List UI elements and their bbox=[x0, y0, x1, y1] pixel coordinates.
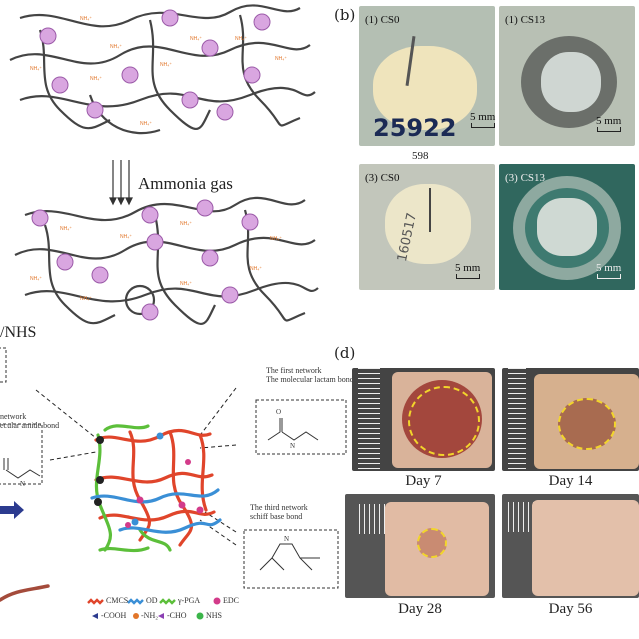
svg-text:NH₄⁺: NH₄⁺ bbox=[270, 236, 282, 242]
photo-label-3-cs0: (3) CS0 bbox=[365, 172, 400, 184]
legend-pga: γ-PGA bbox=[178, 596, 201, 605]
svg-text:NH₄⁺: NH₄⁺ bbox=[235, 36, 247, 42]
panel-c-title-fragment: /NHS bbox=[0, 324, 37, 341]
svg-text:O: O bbox=[276, 408, 281, 416]
third-network-line2: schiff base bond bbox=[250, 512, 303, 521]
legend-cho: -CHO bbox=[167, 611, 187, 620]
svg-text:NH₄⁺: NH₄⁺ bbox=[140, 121, 152, 127]
third-network-line1: The third network bbox=[250, 503, 308, 512]
caption-day14: Day 14 bbox=[548, 473, 593, 489]
third-network-label: The third network schiff base bond bbox=[250, 503, 308, 521]
second-network-line2: ecular amide bond bbox=[0, 421, 60, 430]
caption-day56: Day 56 bbox=[548, 601, 593, 617]
panel-d-label: (d) bbox=[334, 344, 356, 362]
caption-day28: Day 28 bbox=[398, 601, 442, 617]
svg-text:NH₄⁺: NH₄⁺ bbox=[180, 281, 192, 287]
svg-text:N: N bbox=[290, 442, 295, 450]
scale-bar-3-cs13: 5 mm bbox=[596, 262, 621, 279]
photo-cs0-3: 160517 bbox=[359, 164, 495, 290]
photo-label-3-cs13: (3) CS13 bbox=[505, 172, 546, 184]
photo-cs0-1: 25922 bbox=[359, 6, 495, 146]
svg-text:NH₄⁺: NH₄⁺ bbox=[30, 276, 42, 282]
scale-bar-3-cs0: 5 mm bbox=[455, 262, 480, 279]
wound-photo-day28 bbox=[345, 494, 495, 598]
svg-text:NH₄⁺: NH₄⁺ bbox=[275, 56, 287, 62]
panel-b-label: (b) bbox=[334, 6, 356, 24]
svg-text:N: N bbox=[284, 535, 289, 543]
svg-text:NH₄⁺: NH₄⁺ bbox=[120, 234, 132, 240]
svg-text:NH₄⁺: NH₄⁺ bbox=[180, 221, 192, 227]
legend-nhs: NHS bbox=[206, 611, 223, 620]
svg-text:NH₄⁺: NH₄⁺ bbox=[60, 226, 72, 232]
first-network-label: The first network The molecular lactam b… bbox=[266, 366, 354, 384]
photo-label-1-cs13: (1) CS13 bbox=[505, 14, 546, 26]
legend-od: OD bbox=[146, 596, 158, 605]
photo-cs13-3 bbox=[499, 164, 635, 290]
svg-text:NH₄⁺: NH₄⁺ bbox=[190, 36, 202, 42]
wound-photo-day56 bbox=[502, 494, 639, 598]
legend-nh2: -NH₂ bbox=[141, 611, 159, 620]
legend-cmcs: CMCS bbox=[106, 596, 129, 605]
wound-photo-day7 bbox=[352, 368, 495, 471]
svg-text:NH₄⁺: NH₄⁺ bbox=[90, 76, 102, 82]
svg-text:NH₄⁺: NH₄⁺ bbox=[160, 62, 172, 68]
svg-text:NH₄⁺: NH₄⁺ bbox=[30, 66, 42, 72]
caption-day7: Day 7 bbox=[405, 473, 442, 489]
legend-cooh: -COOH bbox=[101, 611, 127, 620]
second-network-line1: network bbox=[0, 412, 27, 421]
first-network-line2: The molecular lactam bond bbox=[266, 375, 354, 384]
handwriting-25922: 25922 bbox=[373, 114, 457, 142]
svg-text:NH₄⁺: NH₄⁺ bbox=[80, 16, 92, 22]
wound-photo-day14 bbox=[502, 368, 639, 471]
svg-text:N: N bbox=[20, 480, 25, 488]
scale-bar-1-cs0: 5 mm bbox=[470, 111, 495, 128]
svg-text:NH₄⁺: NH₄⁺ bbox=[80, 296, 92, 302]
first-network-line1: The first network bbox=[266, 366, 322, 375]
svg-text:NH₄⁺: NH₄⁺ bbox=[250, 266, 262, 272]
photo-label-1-cs0: (1) CS0 bbox=[365, 14, 400, 26]
legend-edc: EDC bbox=[223, 596, 239, 605]
photo-cs13-1 bbox=[499, 6, 635, 146]
scale-bar-1-cs13: 5 mm bbox=[596, 115, 621, 132]
triple-network-diagram: O N N N bbox=[0, 347, 347, 620]
photo-caption-598: 598 bbox=[412, 150, 429, 162]
ammonia-gas-label: Ammonia gas bbox=[138, 174, 233, 193]
second-network-label: network ecular amide bond bbox=[0, 412, 59, 430]
ag-network-diagram: NH₄⁺ NH₄⁺ NH₄⁺ NH₄⁺ NH₄⁺ NH₄⁺ NH₄⁺ NH₄⁺ NH₄⁺ N… bbox=[9, 4, 319, 325]
svg-text:NH₄⁺: NH₄⁺ bbox=[110, 44, 122, 50]
